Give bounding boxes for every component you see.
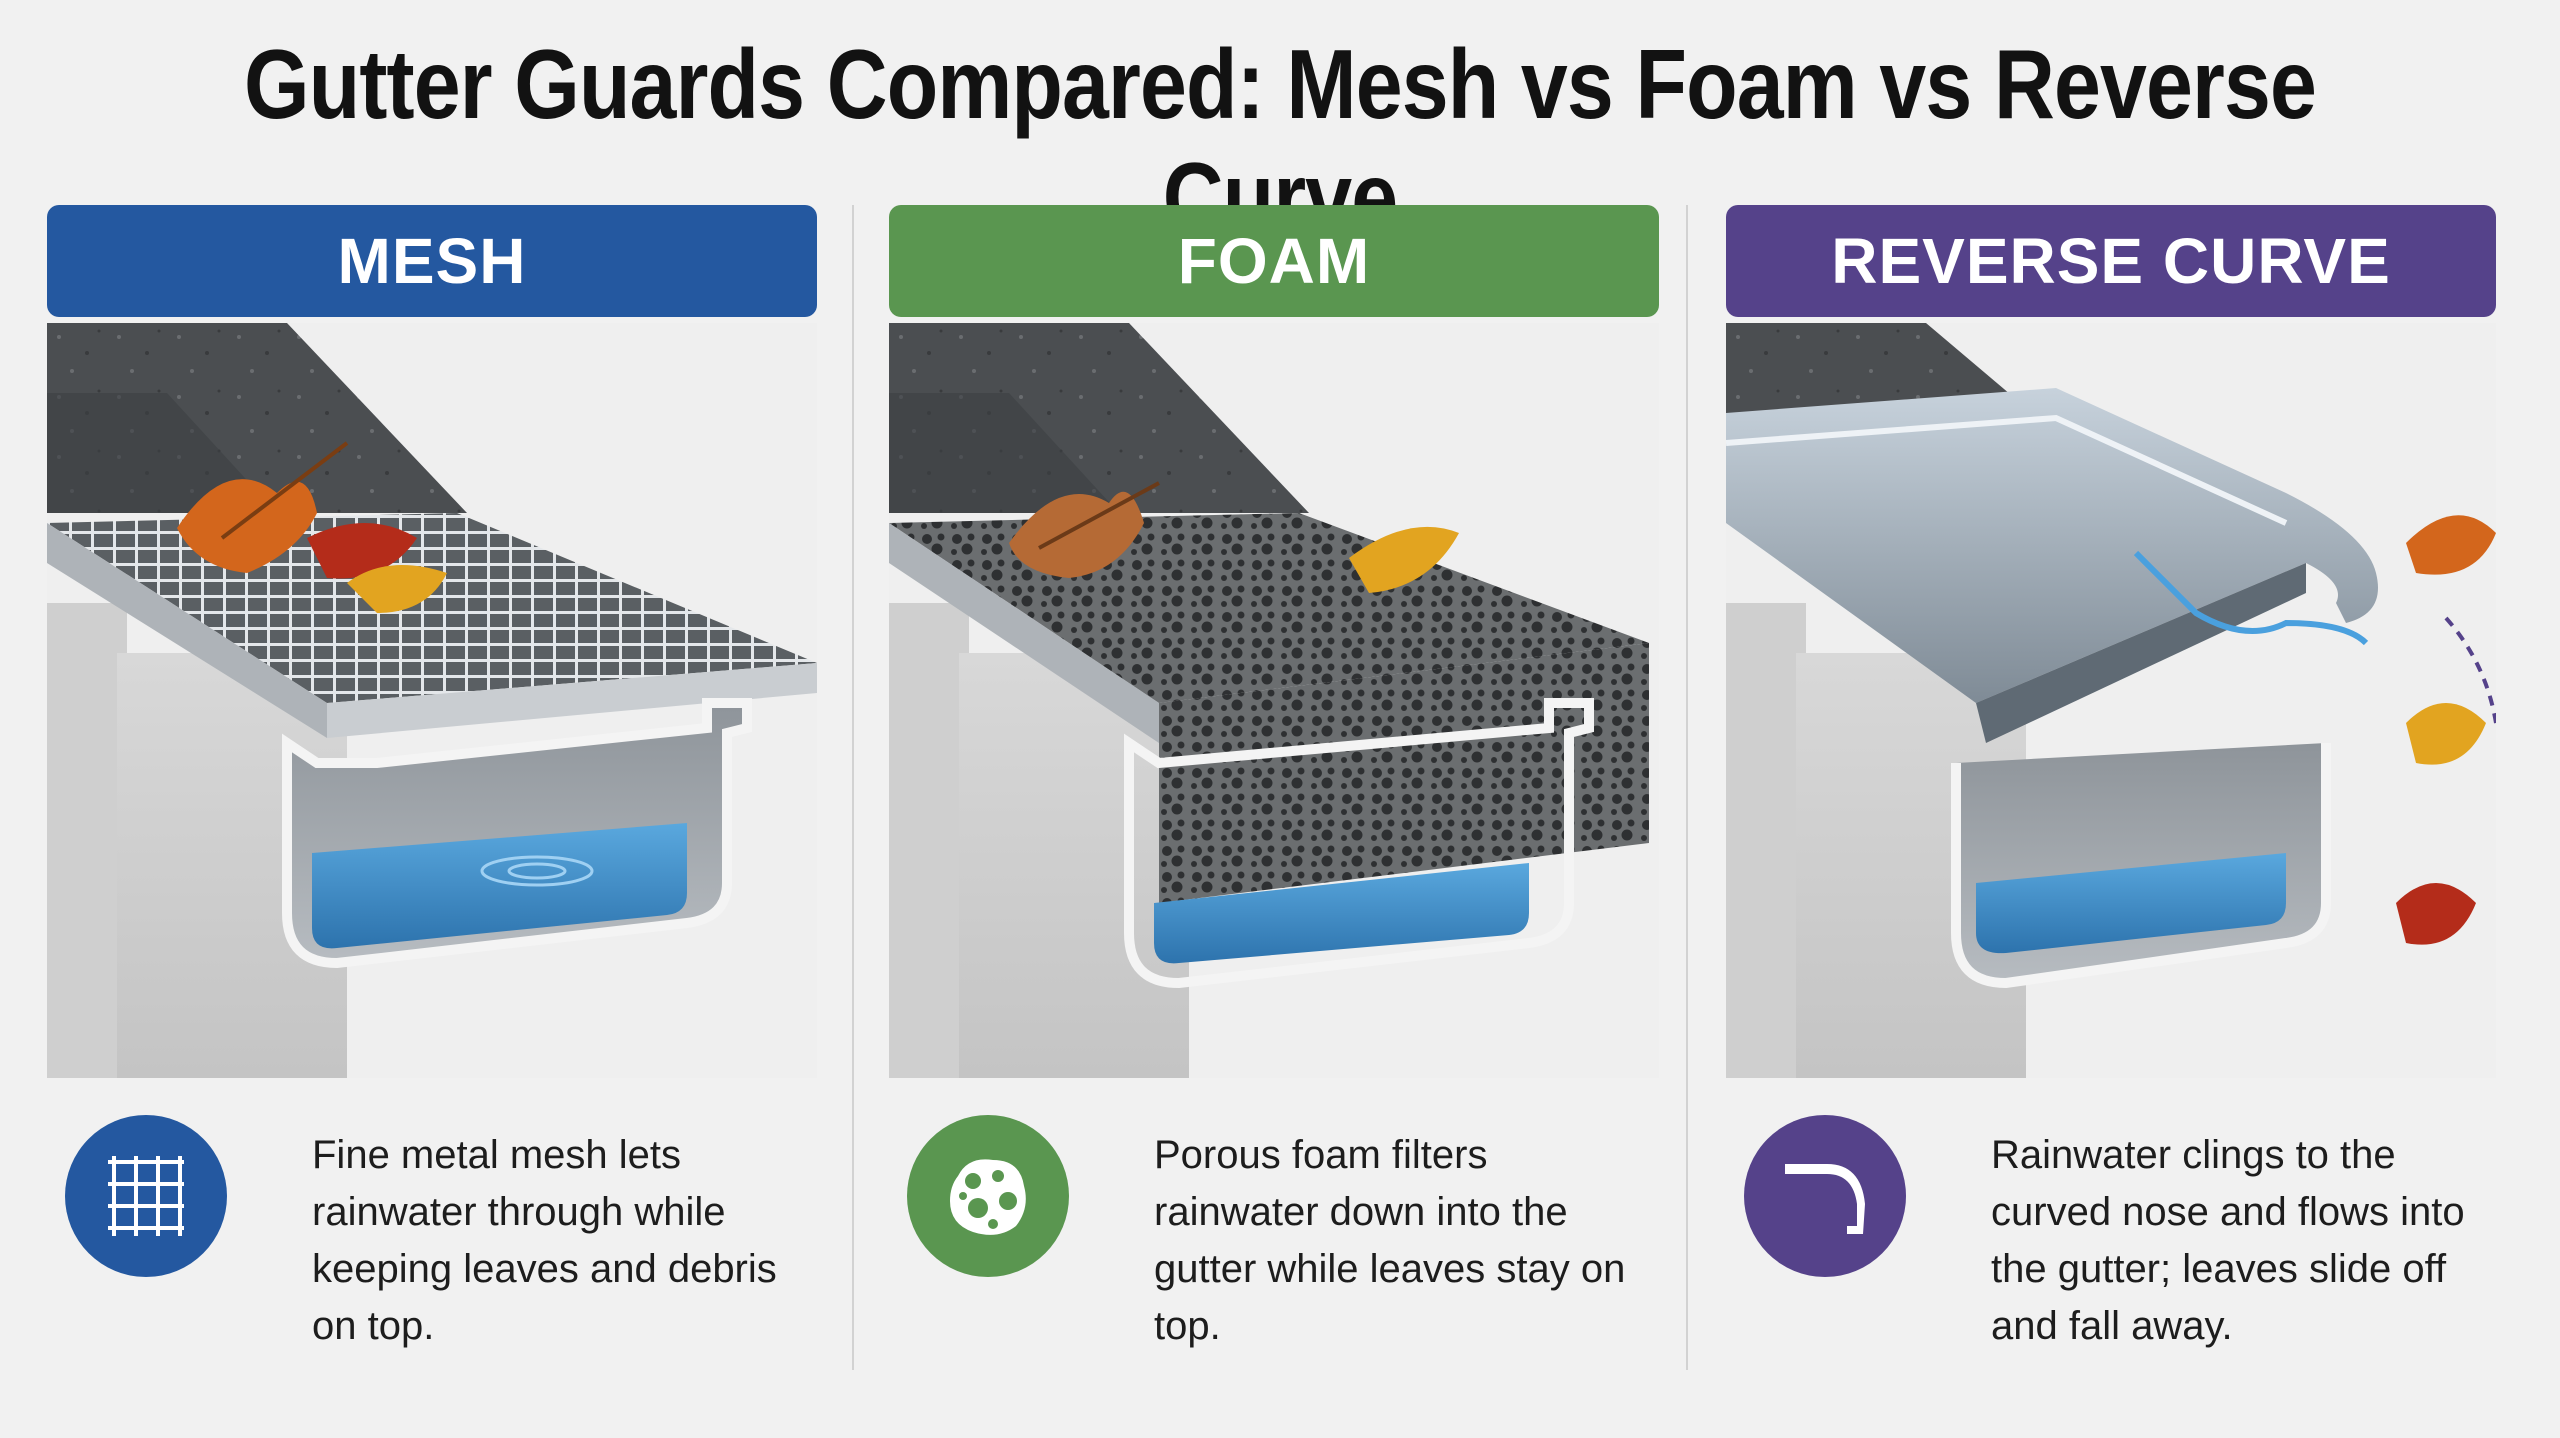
- mesh-description: Fine metal mesh lets rainwater through w…: [312, 1133, 777, 1348]
- mesh-panel: MESH: [47, 205, 817, 1405]
- panel-divider: [852, 205, 854, 1370]
- panel-divider: [1686, 205, 1688, 1370]
- foam-header: FOAM: [889, 205, 1659, 317]
- foam-porous-icon: [907, 1115, 1069, 1277]
- mesh-grid-icon: [65, 1115, 227, 1277]
- reverse-curve-panel: REVERSE CURVE Rainwater clings to the cu…: [1726, 205, 2496, 1405]
- reverse-curve-gutter-illustration: [1726, 323, 2496, 1078]
- mesh-gutter-illustration: [47, 323, 817, 1078]
- foam-panel: FOAM Porous foam filters rainwater d: [889, 205, 1659, 1405]
- reverse-curve-description: Rainwater clings to the curved nose and …: [1991, 1133, 2465, 1348]
- curved-nose-icon: [1744, 1115, 1906, 1277]
- page-title: Gutter Guards Compared: Mesh vs Foam vs …: [244, 29, 2317, 252]
- mesh-header: MESH: [47, 205, 817, 317]
- foam-description: Porous foam filters rainwater down into …: [1154, 1133, 1626, 1348]
- foam-gutter-illustration: [889, 323, 1659, 1078]
- reverse-curve-header: REVERSE CURVE: [1726, 205, 2496, 317]
